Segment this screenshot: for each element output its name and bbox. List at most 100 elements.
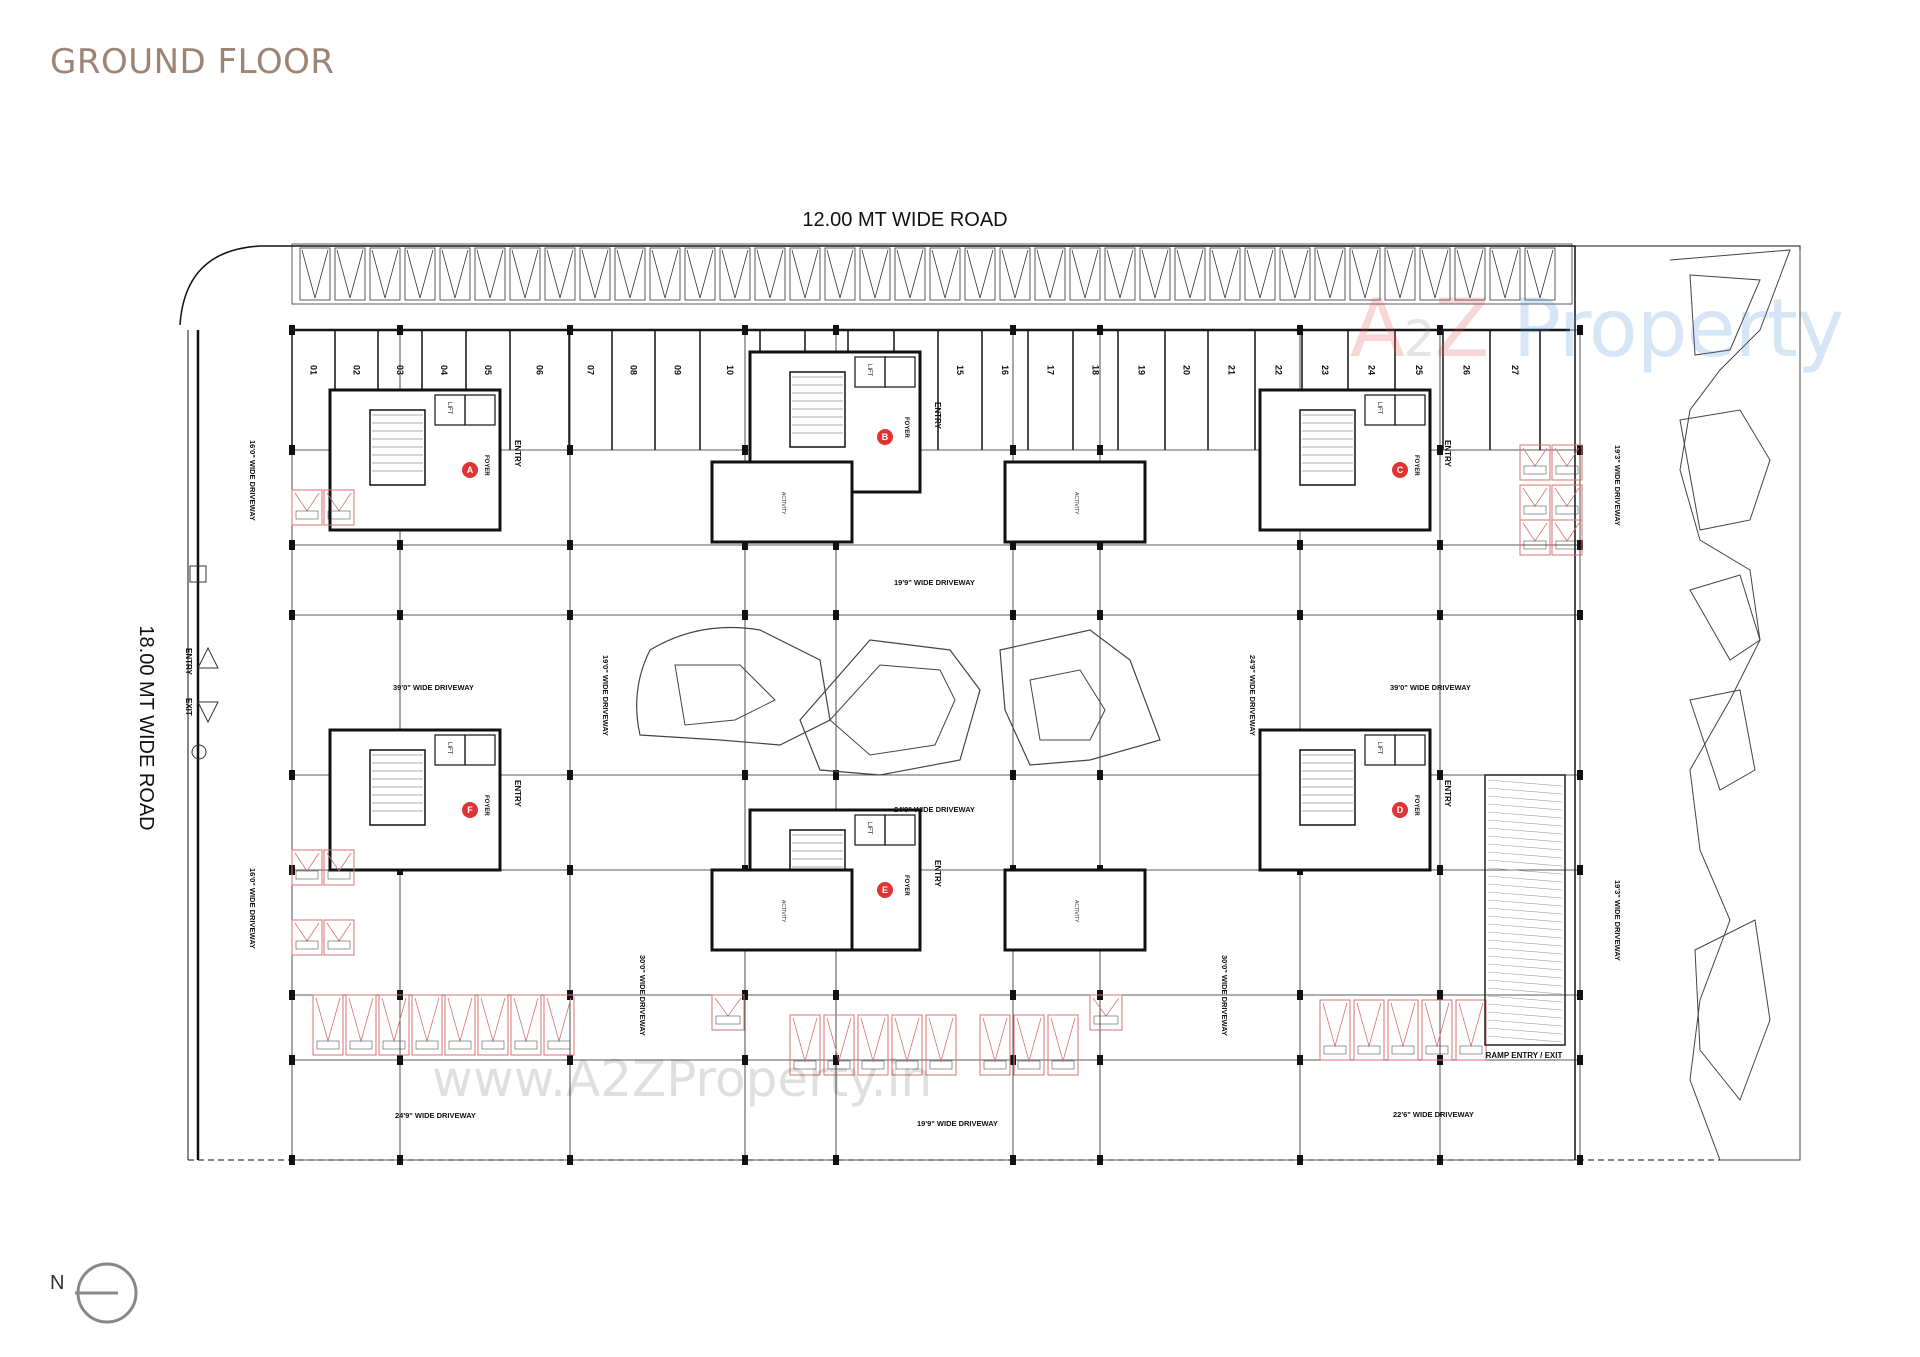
shop-number: 17 bbox=[1046, 365, 1056, 375]
ramp-hatch-line bbox=[1487, 851, 1563, 859]
column bbox=[1097, 540, 1103, 550]
shop-number: 15 bbox=[955, 365, 965, 375]
planter-hatch bbox=[909, 249, 924, 299]
planter-hatch bbox=[406, 249, 421, 299]
watermark-site: www.A2ZProperty.in bbox=[432, 1050, 933, 1108]
entry-label: ENTRY bbox=[1443, 780, 1452, 807]
planter bbox=[929, 247, 961, 301]
planter-hatch bbox=[1119, 249, 1134, 299]
planter bbox=[894, 247, 926, 301]
column bbox=[742, 990, 748, 1000]
parking-bay bbox=[1013, 1014, 1045, 1076]
planter bbox=[789, 247, 821, 301]
column bbox=[1010, 770, 1016, 780]
planter-hatch bbox=[1189, 249, 1204, 299]
planter-hatch bbox=[721, 249, 736, 299]
parking-bay bbox=[1519, 444, 1551, 481]
parking-bay bbox=[711, 994, 745, 1031]
parking-bay bbox=[925, 1014, 957, 1076]
shop-number: 22 bbox=[1274, 365, 1284, 375]
column bbox=[397, 1155, 403, 1165]
column bbox=[567, 445, 573, 455]
planter bbox=[649, 247, 681, 301]
ramp-hatch-line bbox=[1487, 883, 1563, 891]
column bbox=[1010, 1055, 1016, 1065]
planter-hatch bbox=[314, 249, 329, 299]
ramp-hatch-line bbox=[1487, 787, 1563, 795]
parking-bay bbox=[411, 994, 443, 1056]
lift-label: LIFT bbox=[866, 364, 872, 377]
driveway-label: 19'3" WIDE DRIVEWAY bbox=[1613, 445, 1622, 526]
core-marker bbox=[462, 802, 478, 818]
parking-bay bbox=[477, 994, 509, 1056]
planter bbox=[1104, 247, 1136, 301]
column bbox=[1097, 610, 1103, 620]
core-marker bbox=[462, 462, 478, 478]
column bbox=[567, 770, 573, 780]
ramp-hatch-line bbox=[1487, 835, 1563, 843]
parking-bay bbox=[857, 1014, 889, 1076]
planter-hatch bbox=[1469, 249, 1484, 299]
column bbox=[567, 325, 573, 335]
ramp-hatch-line bbox=[1487, 827, 1563, 835]
central-landscape bbox=[636, 626, 1161, 776]
planter-hatch bbox=[1399, 249, 1414, 299]
column bbox=[1097, 1055, 1103, 1065]
planter-hatch bbox=[524, 249, 539, 299]
planter bbox=[1174, 247, 1206, 301]
page-title: GROUND FLOOR bbox=[50, 42, 335, 82]
planter-hatch bbox=[1351, 249, 1366, 299]
planter bbox=[474, 247, 506, 301]
planter-hatch bbox=[349, 249, 364, 299]
activity-label: ACTIVITY bbox=[780, 900, 786, 923]
planter-hatch bbox=[1084, 249, 1099, 299]
planter-hatch bbox=[1001, 249, 1016, 299]
planter bbox=[1244, 247, 1276, 301]
planter-hatch bbox=[336, 249, 351, 299]
ramp-hatch-line bbox=[1487, 915, 1563, 923]
activity-room: ACTIVITY bbox=[1003, 460, 1147, 544]
column bbox=[1010, 610, 1016, 620]
foyer-label: FOYER bbox=[1413, 455, 1419, 476]
driveway-label: 30'0" WIDE DRIVEWAY bbox=[1220, 955, 1229, 1036]
lift-label: LIFT bbox=[446, 402, 452, 415]
planter-hatch bbox=[769, 249, 784, 299]
column bbox=[1297, 990, 1303, 1000]
planter-hatch bbox=[1141, 249, 1156, 299]
entry-label: ENTRY bbox=[513, 780, 522, 807]
column bbox=[1297, 1155, 1303, 1165]
ramp-label: RAMP ENTRY / EXIT bbox=[1486, 1051, 1563, 1060]
planter-hatch bbox=[664, 249, 679, 299]
parking-bay bbox=[1551, 444, 1583, 481]
shop-number: 09 bbox=[673, 365, 683, 375]
planter bbox=[579, 247, 611, 301]
planter-hatch bbox=[454, 249, 469, 299]
column bbox=[1010, 325, 1016, 335]
parking-bay bbox=[291, 849, 323, 886]
planter-hatch bbox=[931, 249, 946, 299]
shop-number: 04 bbox=[439, 365, 449, 375]
planter bbox=[1524, 247, 1556, 301]
planter bbox=[824, 247, 856, 301]
shop-number: 05 bbox=[483, 365, 493, 375]
planter bbox=[1489, 247, 1521, 301]
ramp-hatch-line bbox=[1487, 1019, 1563, 1027]
shop-number: 08 bbox=[629, 365, 639, 375]
parking-bay bbox=[1047, 1014, 1079, 1076]
ramp-hatch-line bbox=[1487, 947, 1563, 955]
planter-hatch bbox=[1176, 249, 1191, 299]
column bbox=[289, 770, 295, 780]
planter-hatch bbox=[1106, 249, 1121, 299]
column bbox=[1297, 540, 1303, 550]
column bbox=[833, 1155, 839, 1165]
ramp-hatch-line bbox=[1487, 979, 1563, 987]
parking-bay bbox=[543, 994, 575, 1056]
driveway-label: 19'9" WIDE DRIVEWAY bbox=[917, 1119, 998, 1128]
planter-hatch bbox=[594, 249, 609, 299]
ramp-hatch-line bbox=[1487, 779, 1563, 787]
ramp-hatch-line bbox=[1487, 867, 1563, 875]
activity-room: ACTIVITY bbox=[1003, 868, 1147, 952]
planter bbox=[964, 247, 996, 301]
road-west-label: 18.00 MT WIDE ROAD bbox=[135, 625, 157, 830]
entry-label: ENTRY bbox=[933, 402, 942, 429]
